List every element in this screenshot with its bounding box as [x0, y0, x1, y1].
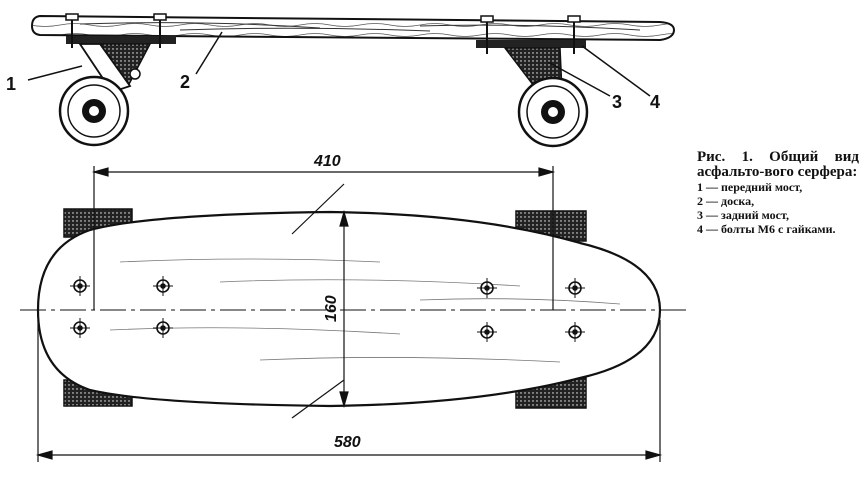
caption-item-2: 2 — доска,: [697, 194, 755, 208]
part-label-4: 4: [650, 92, 660, 112]
rear-wheel: [517, 76, 589, 148]
dimension-wheelbase: [91, 166, 556, 310]
front-wheel: [58, 75, 130, 147]
dimension-length: [35, 320, 663, 462]
dimension-width: [291, 183, 349, 419]
caption-title: Рис. 1. Общий вид асфальто-вого серфера:: [697, 149, 859, 180]
caption-item-1: 1 — передний мост,: [697, 180, 803, 194]
figure-caption: Рис. 1. Общий вид асфальто-вого серфера:…: [697, 149, 859, 237]
caption-item-3: 3 — задний мост,: [697, 208, 789, 222]
dimension-wheelbase-label: 410: [313, 153, 341, 170]
dimension-length-label: 580: [334, 434, 361, 451]
part-label-2: 2: [180, 72, 190, 92]
part-label-3: 3: [612, 92, 622, 112]
side-view: 1 2 3 4: [6, 13, 676, 148]
caption-item-4: 4 — болты М6 с гайками.: [697, 222, 836, 236]
front-truck-side: [65, 13, 176, 94]
top-view: 410 160 580: [20, 153, 690, 462]
dimension-width-label: 160: [323, 295, 340, 322]
deck-side: [30, 14, 676, 42]
part-label-1: 1: [6, 74, 16, 94]
deck-top: [36, 210, 662, 408]
